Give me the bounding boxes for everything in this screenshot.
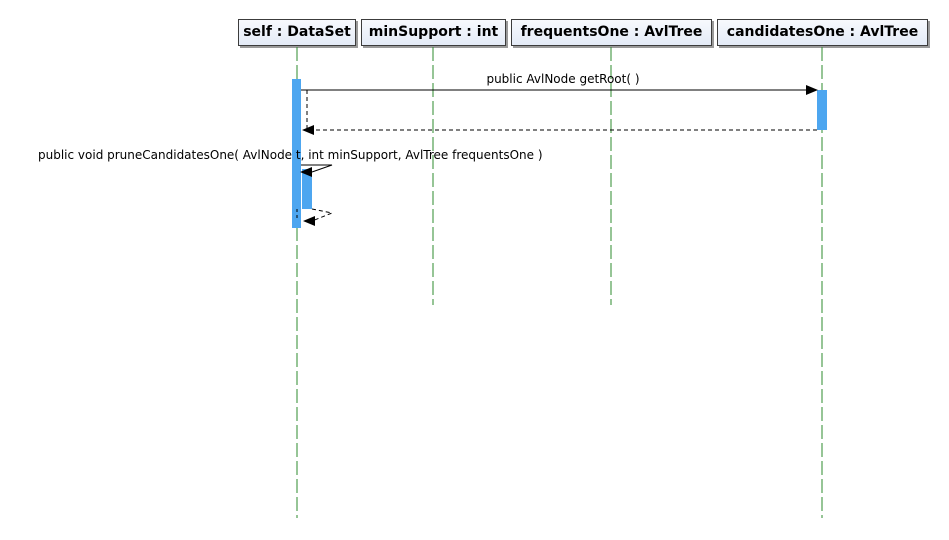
lifeline-head-frequentsone: frequentsOne : AvlTree <box>511 19 712 46</box>
lifeline-head-self: self : DataSet <box>238 19 356 46</box>
message-prune-return-arrowhead <box>303 216 315 226</box>
lifeline-head-minsupport: minSupport : int <box>361 19 506 46</box>
activation-candidatesone-getroot <box>817 90 827 130</box>
activation-self-prune <box>302 169 312 209</box>
lifeline-head-candidatesone: candidatesOne : AvlTree <box>717 19 928 46</box>
activation-self-main <box>292 79 301 228</box>
message-getroot-label: public AvlNode getRoot( ) <box>486 72 639 86</box>
message-prune-call-arrowhead <box>300 167 312 177</box>
message-prune-label: public void pruneCandidatesOne( AvlNode … <box>38 148 543 162</box>
message-prune-call <box>301 164 333 173</box>
